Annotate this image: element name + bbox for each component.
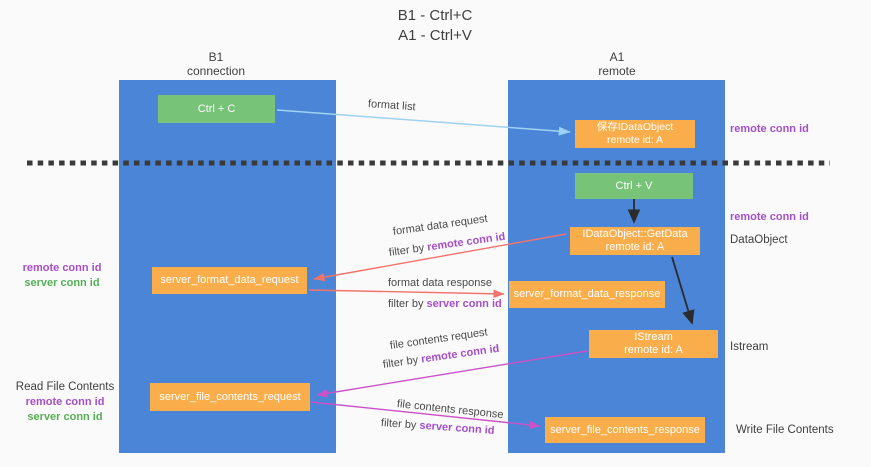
node-idataobject-getdata: IDataObject::GetData remote id: A — [570, 227, 700, 255]
left-format-server-conn-id: server conn id — [24, 277, 100, 289]
node-ctrl-c: Ctrl + C — [158, 95, 275, 123]
node-server-file-contents-response: server_file_contents_response — [545, 417, 705, 443]
left-format-conn-ids: remote conn id server conn id — [8, 261, 116, 291]
filter-by-text: filter by — [388, 298, 424, 310]
left-column-header: B1 connection — [156, 50, 276, 78]
left-read-file-contents-label: Read File Contents — [15, 381, 115, 393]
left-file-server-conn-id: server conn id — [27, 411, 103, 423]
filter-format-request-conn-id: remote conn id — [426, 230, 507, 254]
node-server-file-contents-request: server_file_contents_request — [150, 383, 310, 411]
node-ctrl-c-label: Ctrl + C — [197, 102, 236, 115]
left-column-name: B1 — [208, 50, 224, 64]
node-save-idataobject-line2: remote id: A — [606, 134, 664, 146]
node-save-idataobject: 保存IDataObject remote id: A — [575, 120, 695, 148]
node-idataobject-getdata-line2: remote id: A — [605, 241, 665, 253]
diagram-title: B1 - Ctrl+C A1 - Ctrl+V — [330, 6, 540, 46]
left-file-remote-conn-id: remote conn id — [25, 396, 105, 408]
right-dataobject-label: DataObject — [730, 234, 788, 246]
edge-label-format-data-response: format data response — [388, 277, 492, 289]
edge-label-file-contents-response: file contents response — [396, 398, 505, 422]
right-column-header: A1 remote — [557, 50, 677, 78]
diagram-title-line2: A1 - Ctrl+V — [398, 27, 472, 44]
filter-by-text: filter by — [388, 242, 425, 259]
node-server-format-data-response: server_format_data_response — [509, 281, 665, 308]
left-format-remote-conn-id: remote conn id — [22, 262, 102, 274]
filter-by-text: filter by — [380, 417, 417, 432]
edge-label-format-list: format list — [367, 98, 416, 114]
node-ctrl-v-label: Ctrl + V — [615, 179, 653, 192]
node-server-file-contents-response-label: server_file_contents_response — [550, 423, 700, 436]
right-column-name: A1 — [609, 50, 625, 64]
right-remote-conn-id-top: remote conn id — [730, 123, 809, 135]
edge-label-filter-format-response: filter by server conn id — [388, 298, 502, 310]
edge-label-filter-file-response: filter by server conn id — [381, 417, 495, 437]
format-data-response-arrow — [308, 289, 505, 298]
right-remote-conn-id-mid: remote conn id — [730, 211, 809, 223]
filter-format-response-conn-id: server conn id — [426, 298, 502, 310]
filter-by-text: filter by — [382, 354, 419, 371]
node-idataobject-getdata-line1: IDataObject::GetData — [582, 228, 688, 240]
node-server-file-contents-request-label: server_file_contents_request — [159, 390, 301, 403]
left-file-labels: Read File Contents remote conn id server… — [10, 380, 120, 425]
diagram-title-line1: B1 - Ctrl+C — [397, 7, 473, 24]
right-column-role: remote — [598, 64, 636, 78]
node-ctrl-v: Ctrl + V — [575, 173, 693, 199]
node-istream: IStream remote id: A — [589, 330, 718, 358]
node-save-idataobject-line1: 保存IDataObject — [596, 121, 674, 133]
filter-file-request-conn-id: remote conn id — [420, 342, 501, 366]
filter-file-response-conn-id: server conn id — [419, 419, 495, 437]
node-istream-line2: remote id: A — [624, 344, 683, 356]
node-server-format-data-request-label: server_format_data_request — [160, 274, 299, 286]
node-server-format-data-request: server_format_data_request — [152, 267, 307, 294]
right-istream-label: Istream — [730, 341, 769, 353]
left-column-role: connection — [186, 64, 246, 78]
node-server-format-data-response-label: server_format_data_response — [513, 288, 661, 300]
right-write-file-contents-label: Write File Contents — [736, 424, 834, 436]
node-istream-line1: IStream — [634, 331, 673, 343]
